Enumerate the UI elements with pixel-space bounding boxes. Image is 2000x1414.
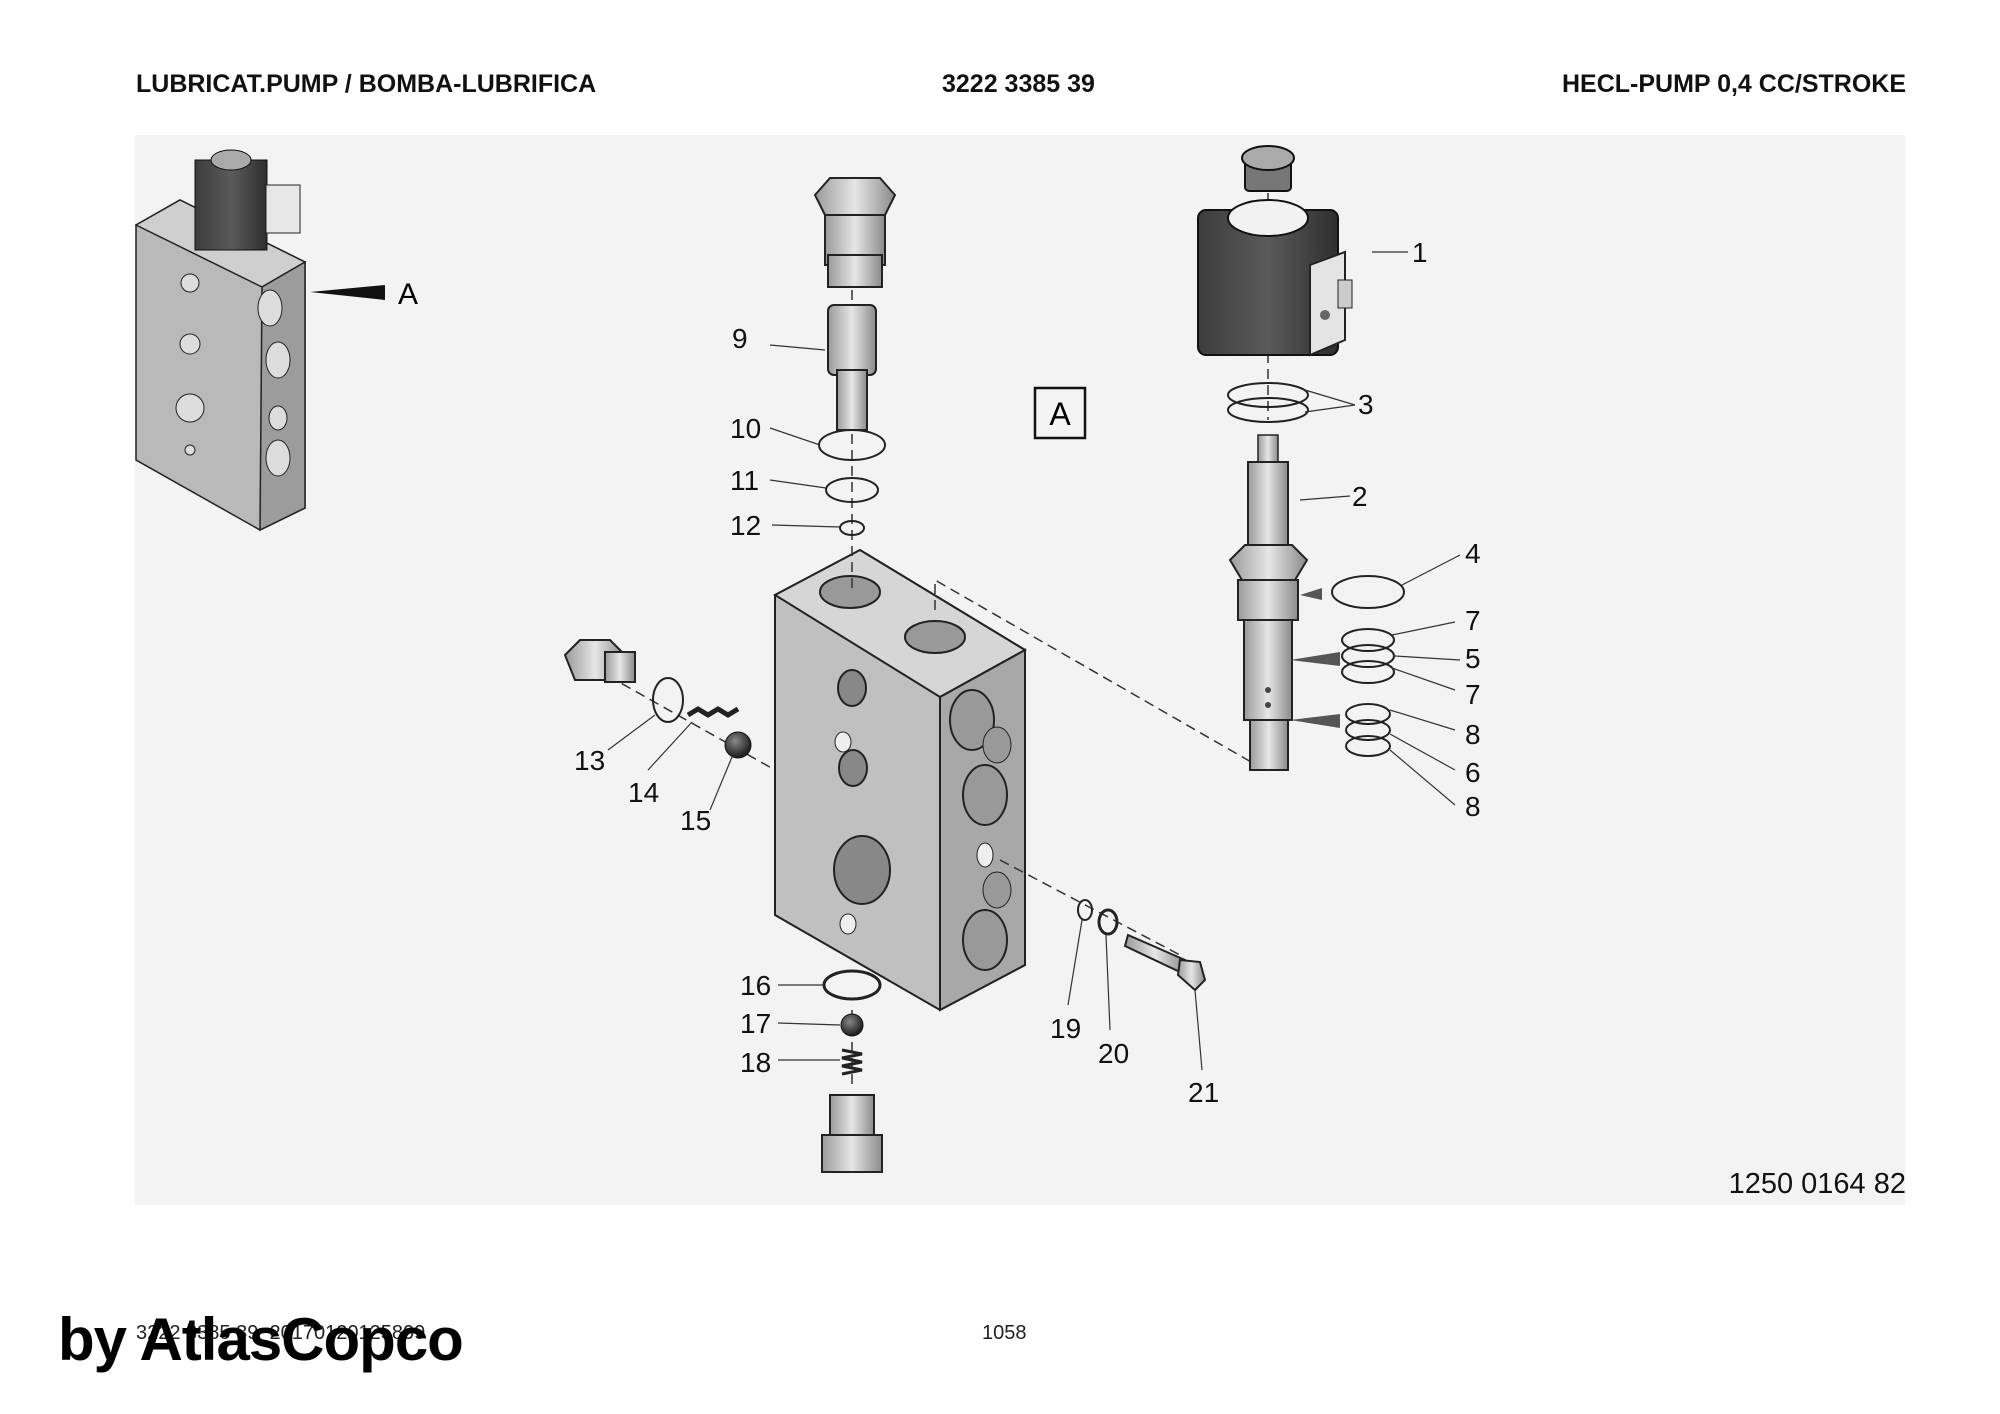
callout-9: 9 bbox=[732, 323, 748, 354]
part-5-oring bbox=[1341, 644, 1395, 668]
callout-10: 10 bbox=[730, 413, 761, 444]
callout-13: 13 bbox=[574, 745, 605, 776]
part-9-plug-spool bbox=[813, 177, 897, 431]
part-21-screw bbox=[1123, 933, 1207, 992]
valve-body-block bbox=[772, 548, 1027, 1012]
callout-15: 15 bbox=[680, 805, 711, 836]
part-7-oring-a bbox=[1341, 628, 1395, 652]
header-center-code: 3222 3385 39 bbox=[942, 70, 1095, 98]
callout-6: 6 bbox=[1465, 757, 1481, 788]
callout-14: 14 bbox=[628, 777, 659, 808]
callout-8b: 8 bbox=[1465, 791, 1481, 822]
part-20-ring bbox=[1097, 908, 1119, 936]
part-3-oring-a bbox=[1227, 382, 1309, 408]
drawing-number: 1250 0164 82 bbox=[1728, 1168, 1906, 1200]
callout-12: 12 bbox=[730, 510, 761, 541]
callout-19: 19 bbox=[1050, 1013, 1081, 1044]
part-11-oring bbox=[825, 477, 879, 503]
part-13-plug bbox=[563, 639, 636, 683]
part-1-solenoid-coil bbox=[1197, 145, 1353, 357]
view-pointer-arrow bbox=[310, 285, 385, 300]
header-left-title: LUBRICAT.PUMP / BOMBA-LUBRIFICA bbox=[136, 70, 597, 98]
part-8-oring-b bbox=[1345, 735, 1391, 757]
part-17-ball bbox=[840, 1013, 864, 1037]
part-19-ring bbox=[1077, 899, 1093, 921]
leader-lines bbox=[607, 251, 1461, 1071]
callout-7b: 7 bbox=[1465, 679, 1481, 710]
footer-page-number: 1058 bbox=[982, 1322, 1027, 1344]
callout-8a: 8 bbox=[1465, 719, 1481, 750]
callout-7a: 7 bbox=[1465, 605, 1481, 636]
part-12-oring bbox=[839, 520, 865, 536]
part-2-valve-cartridge bbox=[1228, 434, 1309, 771]
part-7-oring-b bbox=[1341, 660, 1395, 684]
part-18-bottom-plug bbox=[821, 1094, 883, 1173]
overview-assembly bbox=[134, 149, 385, 532]
callout-4: 4 bbox=[1465, 538, 1481, 569]
view-letter-boxed: A bbox=[1049, 396, 1071, 432]
callout-20: 20 bbox=[1098, 1038, 1129, 1069]
footer-doc-code: 3222 3385 39_20170120125809 bbox=[136, 1322, 426, 1344]
part-3-oring-b bbox=[1227, 397, 1309, 423]
callout-17: 17 bbox=[740, 1008, 771, 1039]
callout-numbers: 1 2 3 4 5 6 7 7 8 8 9 10 11 12 13 14 15 … bbox=[574, 237, 1481, 1108]
callout-21: 21 bbox=[1188, 1077, 1219, 1108]
brand-watermark: by AtlasCopco bbox=[58, 1306, 464, 1373]
part-8-oring-a bbox=[1345, 703, 1391, 725]
part-15-ball bbox=[724, 731, 752, 759]
callout-11: 11 bbox=[730, 465, 759, 496]
part-14-seal bbox=[652, 677, 684, 723]
callout-18: 18 bbox=[740, 1047, 771, 1078]
callout-5: 5 bbox=[1465, 643, 1481, 674]
leader-arrowheads bbox=[1290, 588, 1340, 728]
callout-1: 1 bbox=[1412, 237, 1428, 268]
header-right-title: HECL-PUMP 0,4 CC/STROKE bbox=[1561, 70, 1906, 98]
part-14-spring bbox=[686, 706, 740, 718]
part-18-spring bbox=[841, 1048, 863, 1076]
callout-2: 2 bbox=[1352, 481, 1368, 512]
callout-3: 3 bbox=[1358, 389, 1374, 420]
view-letter-label: A bbox=[398, 278, 418, 311]
callout-16: 16 bbox=[740, 970, 771, 1001]
part-4-oring bbox=[1331, 575, 1405, 609]
part-6-oring bbox=[1345, 719, 1391, 741]
view-letter-box bbox=[1033, 386, 1087, 440]
